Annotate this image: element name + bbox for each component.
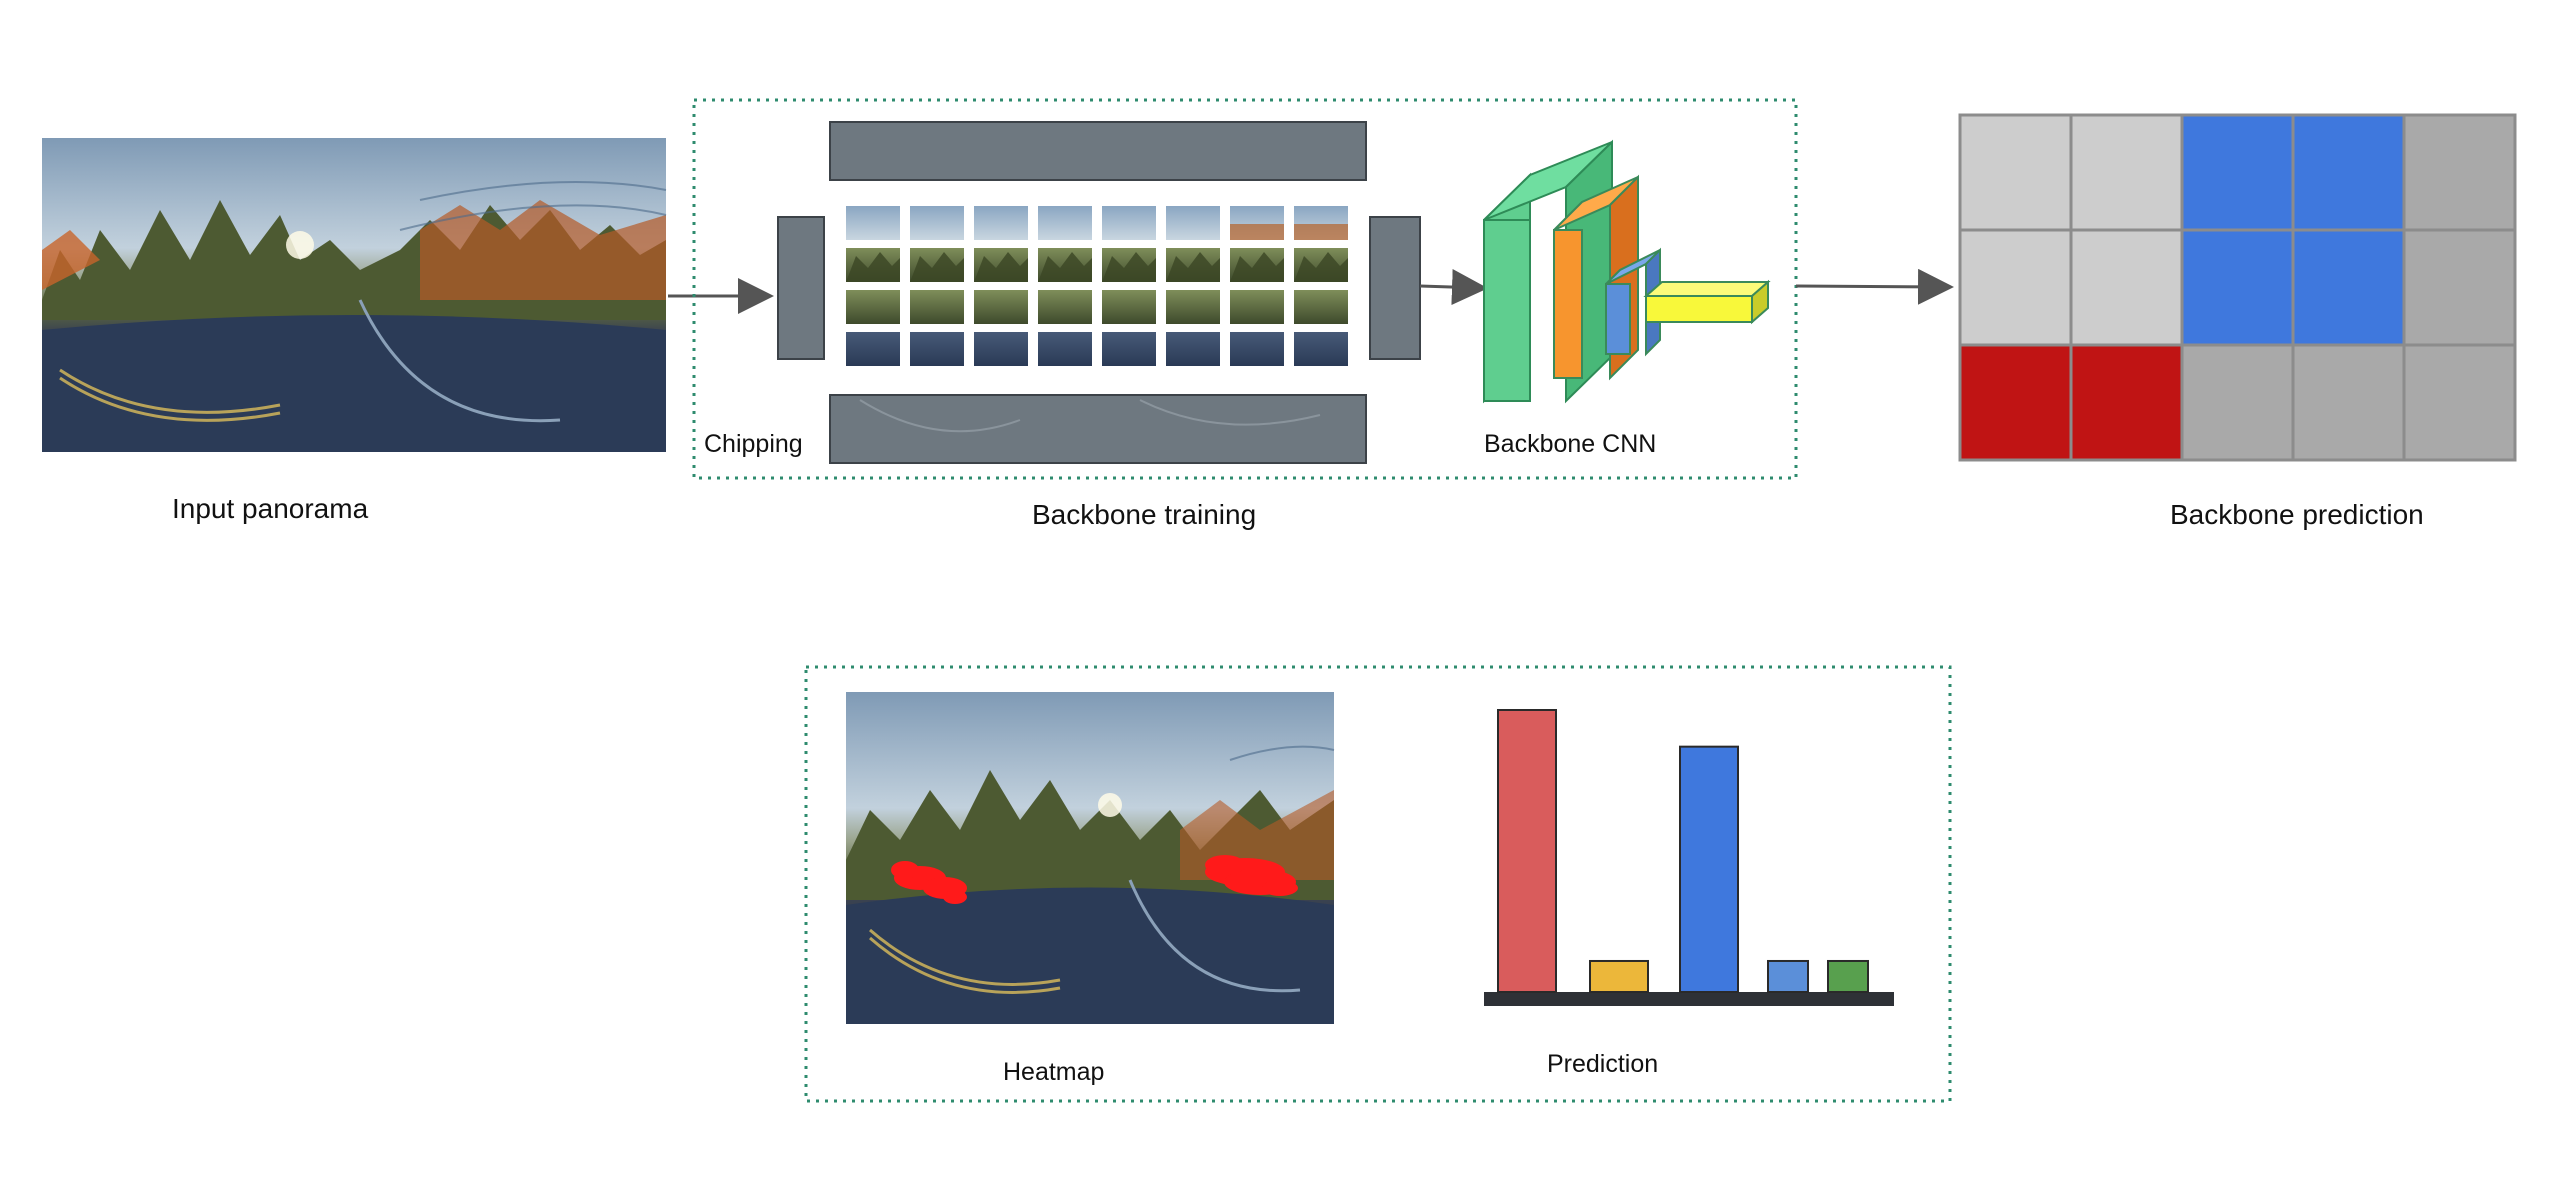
chip-tile [910, 206, 964, 240]
grid-cell-red [2069, 343, 2184, 462]
heat-blob-left [891, 861, 967, 904]
chip-tile-trees [846, 252, 900, 282]
chip-tile [1166, 332, 1220, 366]
bar-5 [1827, 959, 1869, 993]
chip-tile [1038, 206, 1092, 240]
chip-tile [974, 206, 1028, 240]
bar-1 [1497, 709, 1557, 993]
backbone-prediction-grid [1958, 113, 2517, 462]
chip-stack-right [1369, 216, 1421, 360]
grid-cell-red [1958, 343, 2073, 462]
chip-tile [910, 290, 964, 324]
chip-tile [846, 290, 900, 324]
backbone-training-label: Backbone training [1032, 499, 1257, 530]
chip-stack-left [777, 216, 825, 360]
bar-3 [1679, 745, 1739, 993]
chip-tile [1294, 290, 1348, 324]
bar-4 [1767, 959, 1809, 993]
grid-cell-light [2069, 228, 2184, 347]
heatmap-label: Heatmap [1003, 1058, 1105, 1086]
chip-tile [1166, 206, 1220, 240]
grid-cell-mid [2180, 343, 2295, 462]
chip-tile-trees [1038, 252, 1092, 282]
cnn-block-blue [1605, 247, 1661, 357]
chip-tile [1038, 290, 1092, 324]
arrow-to-prediction-grid [1795, 268, 1954, 305]
grid-cell-mid [2402, 228, 2517, 347]
chip-stack-top [829, 121, 1367, 181]
grid-cell-blue [2180, 228, 2295, 347]
chip-tile-foliage [1230, 224, 1284, 240]
grid-cell-light [1958, 228, 2073, 347]
heatmap-image [846, 692, 1335, 1024]
grid-cell-blue [2291, 113, 2406, 232]
chip-tile-trees [974, 252, 1028, 282]
bar-2 [1589, 959, 1649, 993]
grid-cell-light [2069, 113, 2184, 232]
chipping-label: Chipping [704, 430, 803, 458]
output-frame [804, 665, 1952, 1103]
chip-tile [1102, 206, 1156, 240]
input-panorama-label: Input panorama [172, 493, 369, 524]
chart-baseline [1484, 992, 1894, 1006]
chip-tile-trees [1102, 252, 1156, 282]
chip-tile [846, 206, 900, 240]
backbone-cnn-label: Backbone CNN [1484, 430, 1657, 458]
grid-cell-mid [2402, 343, 2517, 462]
backbone-prediction-label: Backbone prediction [2170, 499, 2424, 530]
chip-tile [1230, 290, 1284, 324]
grid-cell-mid [2402, 113, 2517, 232]
chip-tile [974, 290, 1028, 324]
chip-tile [1102, 290, 1156, 324]
heat-blob-right [1205, 855, 1298, 896]
chip-tile [1038, 332, 1092, 366]
chip-tile [1166, 290, 1220, 324]
chip-tile-foliage [1294, 224, 1348, 240]
chip-tile-trees [1166, 252, 1220, 282]
cnn-block-green [1483, 139, 1613, 404]
prediction-bar-chart [1484, 709, 1894, 1006]
grid-cell-blue [2180, 113, 2295, 232]
chip-tile [974, 332, 1028, 366]
grid-cell-mid [2291, 343, 2406, 462]
chip-tile [846, 332, 900, 366]
prediction-label: Prediction [1547, 1050, 1659, 1078]
input-panorama-image [42, 138, 667, 452]
grid-cell-blue [2291, 228, 2406, 347]
chip-tile-trees [1230, 252, 1284, 282]
arrow-to-cnn [1419, 269, 1488, 306]
grid-cell-light [1958, 113, 2073, 232]
chip-tiles [846, 206, 1348, 366]
chip-tile-trees [1294, 252, 1348, 282]
chip-tile [1230, 332, 1284, 366]
chip-tile [1102, 332, 1156, 366]
backbone-training-frame [692, 98, 1798, 480]
chip-tile [1294, 332, 1348, 366]
chip-tile [910, 332, 964, 366]
chip-stack-bottom [829, 394, 1367, 464]
chip-tile-trees [910, 252, 964, 282]
cnn-block-yellow [1643, 279, 1771, 325]
